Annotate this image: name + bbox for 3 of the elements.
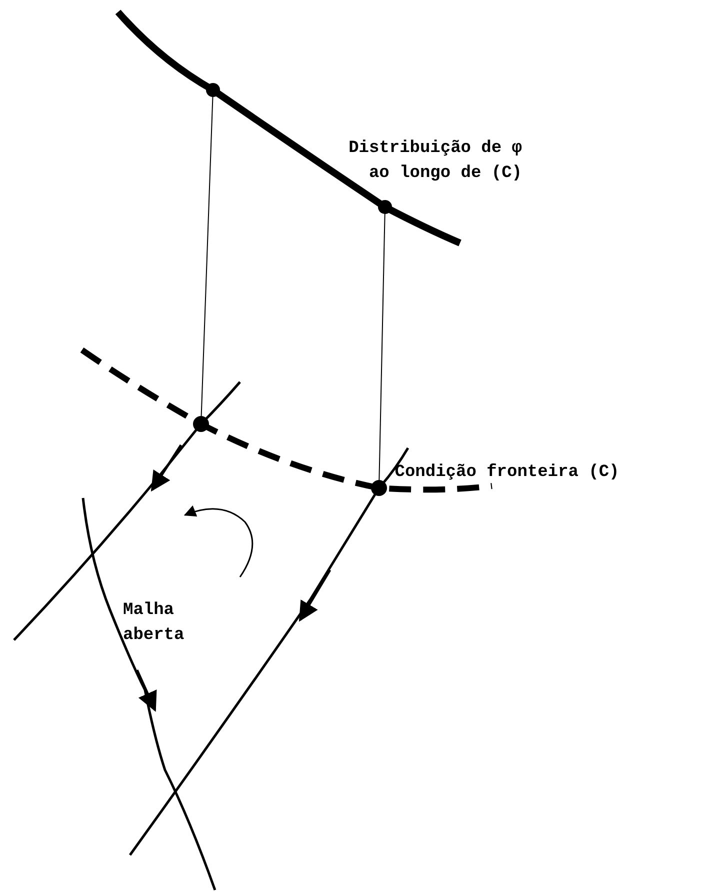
curve-label: Distribuição de φ ao longo de (C) [348,138,522,185]
boundary-label: Condição fronteira (C) [394,462,620,484]
mesh-label: Malha aberta [123,600,186,647]
